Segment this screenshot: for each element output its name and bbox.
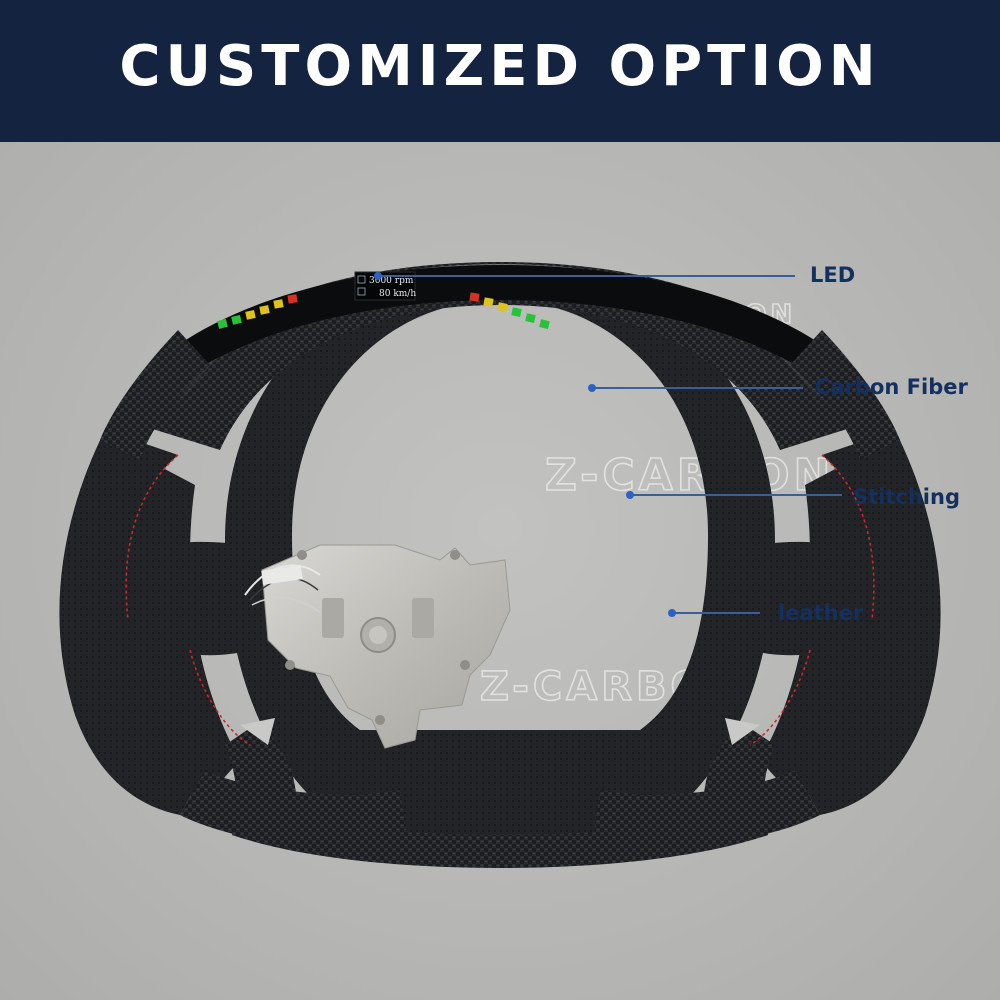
led-lights [217,292,550,330]
callout-dot-leather [668,609,676,617]
led-light [259,305,270,315]
led-light [497,302,508,312]
led-light [273,299,284,309]
led-light [483,297,494,307]
callout-dot-stitching [626,491,634,499]
led-strip [178,265,822,372]
led-display-rpm: 3000 rpm [369,276,414,286]
banner-header: CUSTOMIZED OPTION [0,0,1000,142]
callout-dot-led [374,272,382,280]
led-display-speed: 80 km/h [379,289,416,299]
callout-lines [374,272,842,617]
callout-label-leather: leather [778,601,864,625]
wire-harness [244,564,321,613]
wheel-body [59,330,941,868]
right-paddle-tip [725,718,760,745]
left-paddle-tip [240,718,275,745]
led-light [469,292,480,302]
callout-label-stitching: Stitching [853,485,960,509]
led-light [539,319,550,330]
callout-label-carbon-fiber: Carbon Fiber [815,375,968,399]
callout-dot-carbon-fiber [588,384,596,392]
watermark-middle: Z-CARBON [545,450,834,501]
led-light [287,294,298,304]
led-light [525,313,536,324]
metal-hub-bracket [261,544,511,749]
led-light [511,307,522,317]
red-stitching [125,454,875,746]
led-light [217,318,228,329]
led-display: 3000 rpm 80 km/h [354,271,416,301]
led-light [245,310,256,320]
banner-title: CUSTOMIZED OPTION [119,34,881,99]
callout-label-led: LED [810,263,856,287]
led-light [231,314,242,325]
